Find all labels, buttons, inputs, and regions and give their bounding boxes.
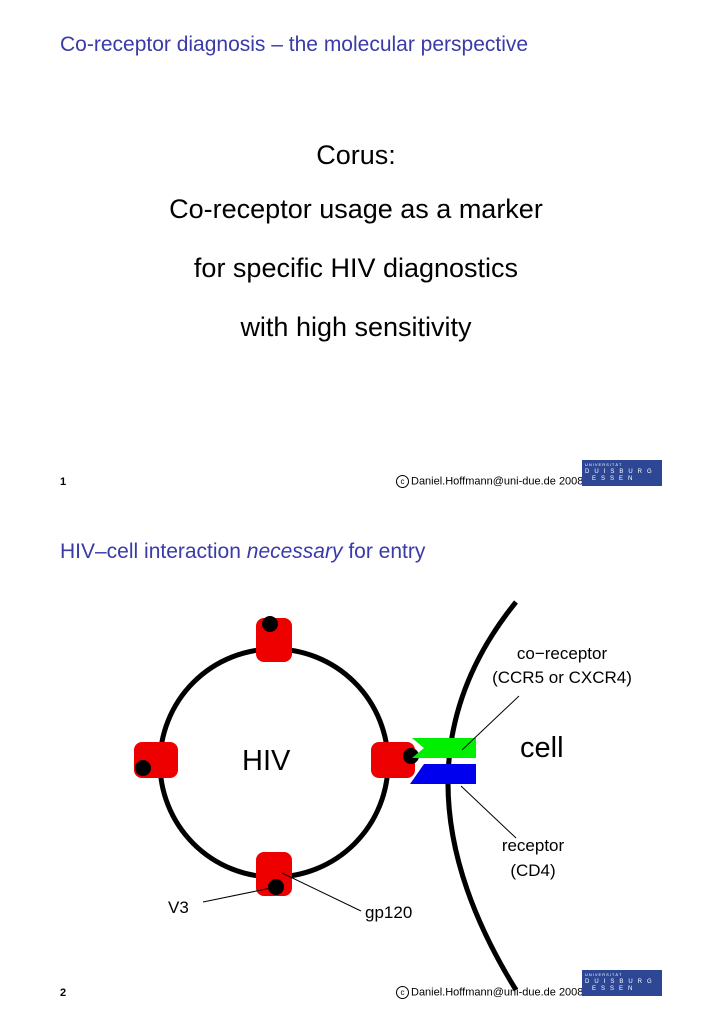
gp120-right (371, 742, 419, 778)
copyright-icon: c (396, 986, 409, 999)
hiv-cell-diagram (134, 600, 520, 992)
receptor-label-line-1: receptor (501, 836, 565, 855)
page-number: 1 (60, 476, 67, 488)
headline-line-2: Co-receptor usage as a marker (169, 194, 543, 224)
headline-line-3: for specific HIV diagnostics (193, 253, 519, 283)
university-logo: UNIVERSITÄT DUISBURG ESSEN (582, 970, 662, 996)
copyright-icon: c (396, 475, 409, 488)
hiv-label: HIV (242, 745, 291, 777)
gp120-bottom (256, 852, 292, 896)
headline-line-4: with high sensitivity (240, 312, 472, 342)
logo-line-1: UNIVERSITÄT (585, 462, 623, 467)
v3-label: V3 (168, 898, 189, 917)
logo-line-1: UNIVERSITÄT (585, 972, 623, 977)
title-part-1: HIV–cell interaction (60, 540, 247, 563)
logo-line-2: DUISBURG (585, 979, 657, 985)
page-number: 2 (60, 987, 67, 999)
coreceptor-shape (412, 738, 476, 758)
gp120-top (256, 616, 292, 662)
gp120-left (134, 742, 178, 778)
slide-1: Co-receptor diagnosis – the molecular pe… (0, 0, 720, 509)
cell-label: cell (520, 732, 564, 764)
copyright-text: Daniel.Hoffmann@uni-due.de 2008 (411, 986, 584, 999)
v3-pointer-line (202, 886, 277, 903)
slide-title: Co-receptor diagnosis – the molecular pe… (60, 33, 529, 56)
coreceptor-label-line-1: co−receptor (516, 644, 608, 663)
receptor-shape (410, 764, 476, 784)
gp120-pointer-line (281, 872, 362, 912)
logo-line-3: ESSEN (592, 986, 638, 992)
gp120-label: gp120 (365, 903, 413, 922)
receptor-pointer-line (460, 785, 517, 839)
title-part-2: for entry (342, 540, 426, 563)
slide-2: HIV–cell interaction necessary for entry (0, 510, 720, 1019)
logo-line-2: DUISBURG (585, 469, 657, 475)
headline-line-1: Corus: (316, 140, 396, 170)
receptor-label-line-2: (CD4) (510, 861, 556, 880)
university-logo: UNIVERSITÄT DUISBURG ESSEN (582, 460, 662, 486)
logo-line-3: ESSEN (592, 476, 638, 482)
coreceptor-pointer-line (461, 695, 520, 751)
title-emphasis: necessary (246, 540, 343, 563)
slide-title: HIV–cell interaction necessary for entry (60, 540, 425, 564)
coreceptor-label-line-2: (CCR5 or CXCR4) (492, 668, 632, 687)
copyright-text: Daniel.Hoffmann@uni-due.de 2008 (411, 475, 584, 488)
